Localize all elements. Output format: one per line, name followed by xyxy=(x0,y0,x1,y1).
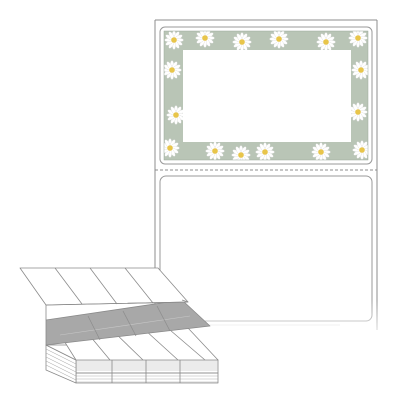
blank-label xyxy=(159,175,373,322)
daisy-frame-label xyxy=(159,26,373,165)
fanfold-label-stack xyxy=(19,267,219,384)
